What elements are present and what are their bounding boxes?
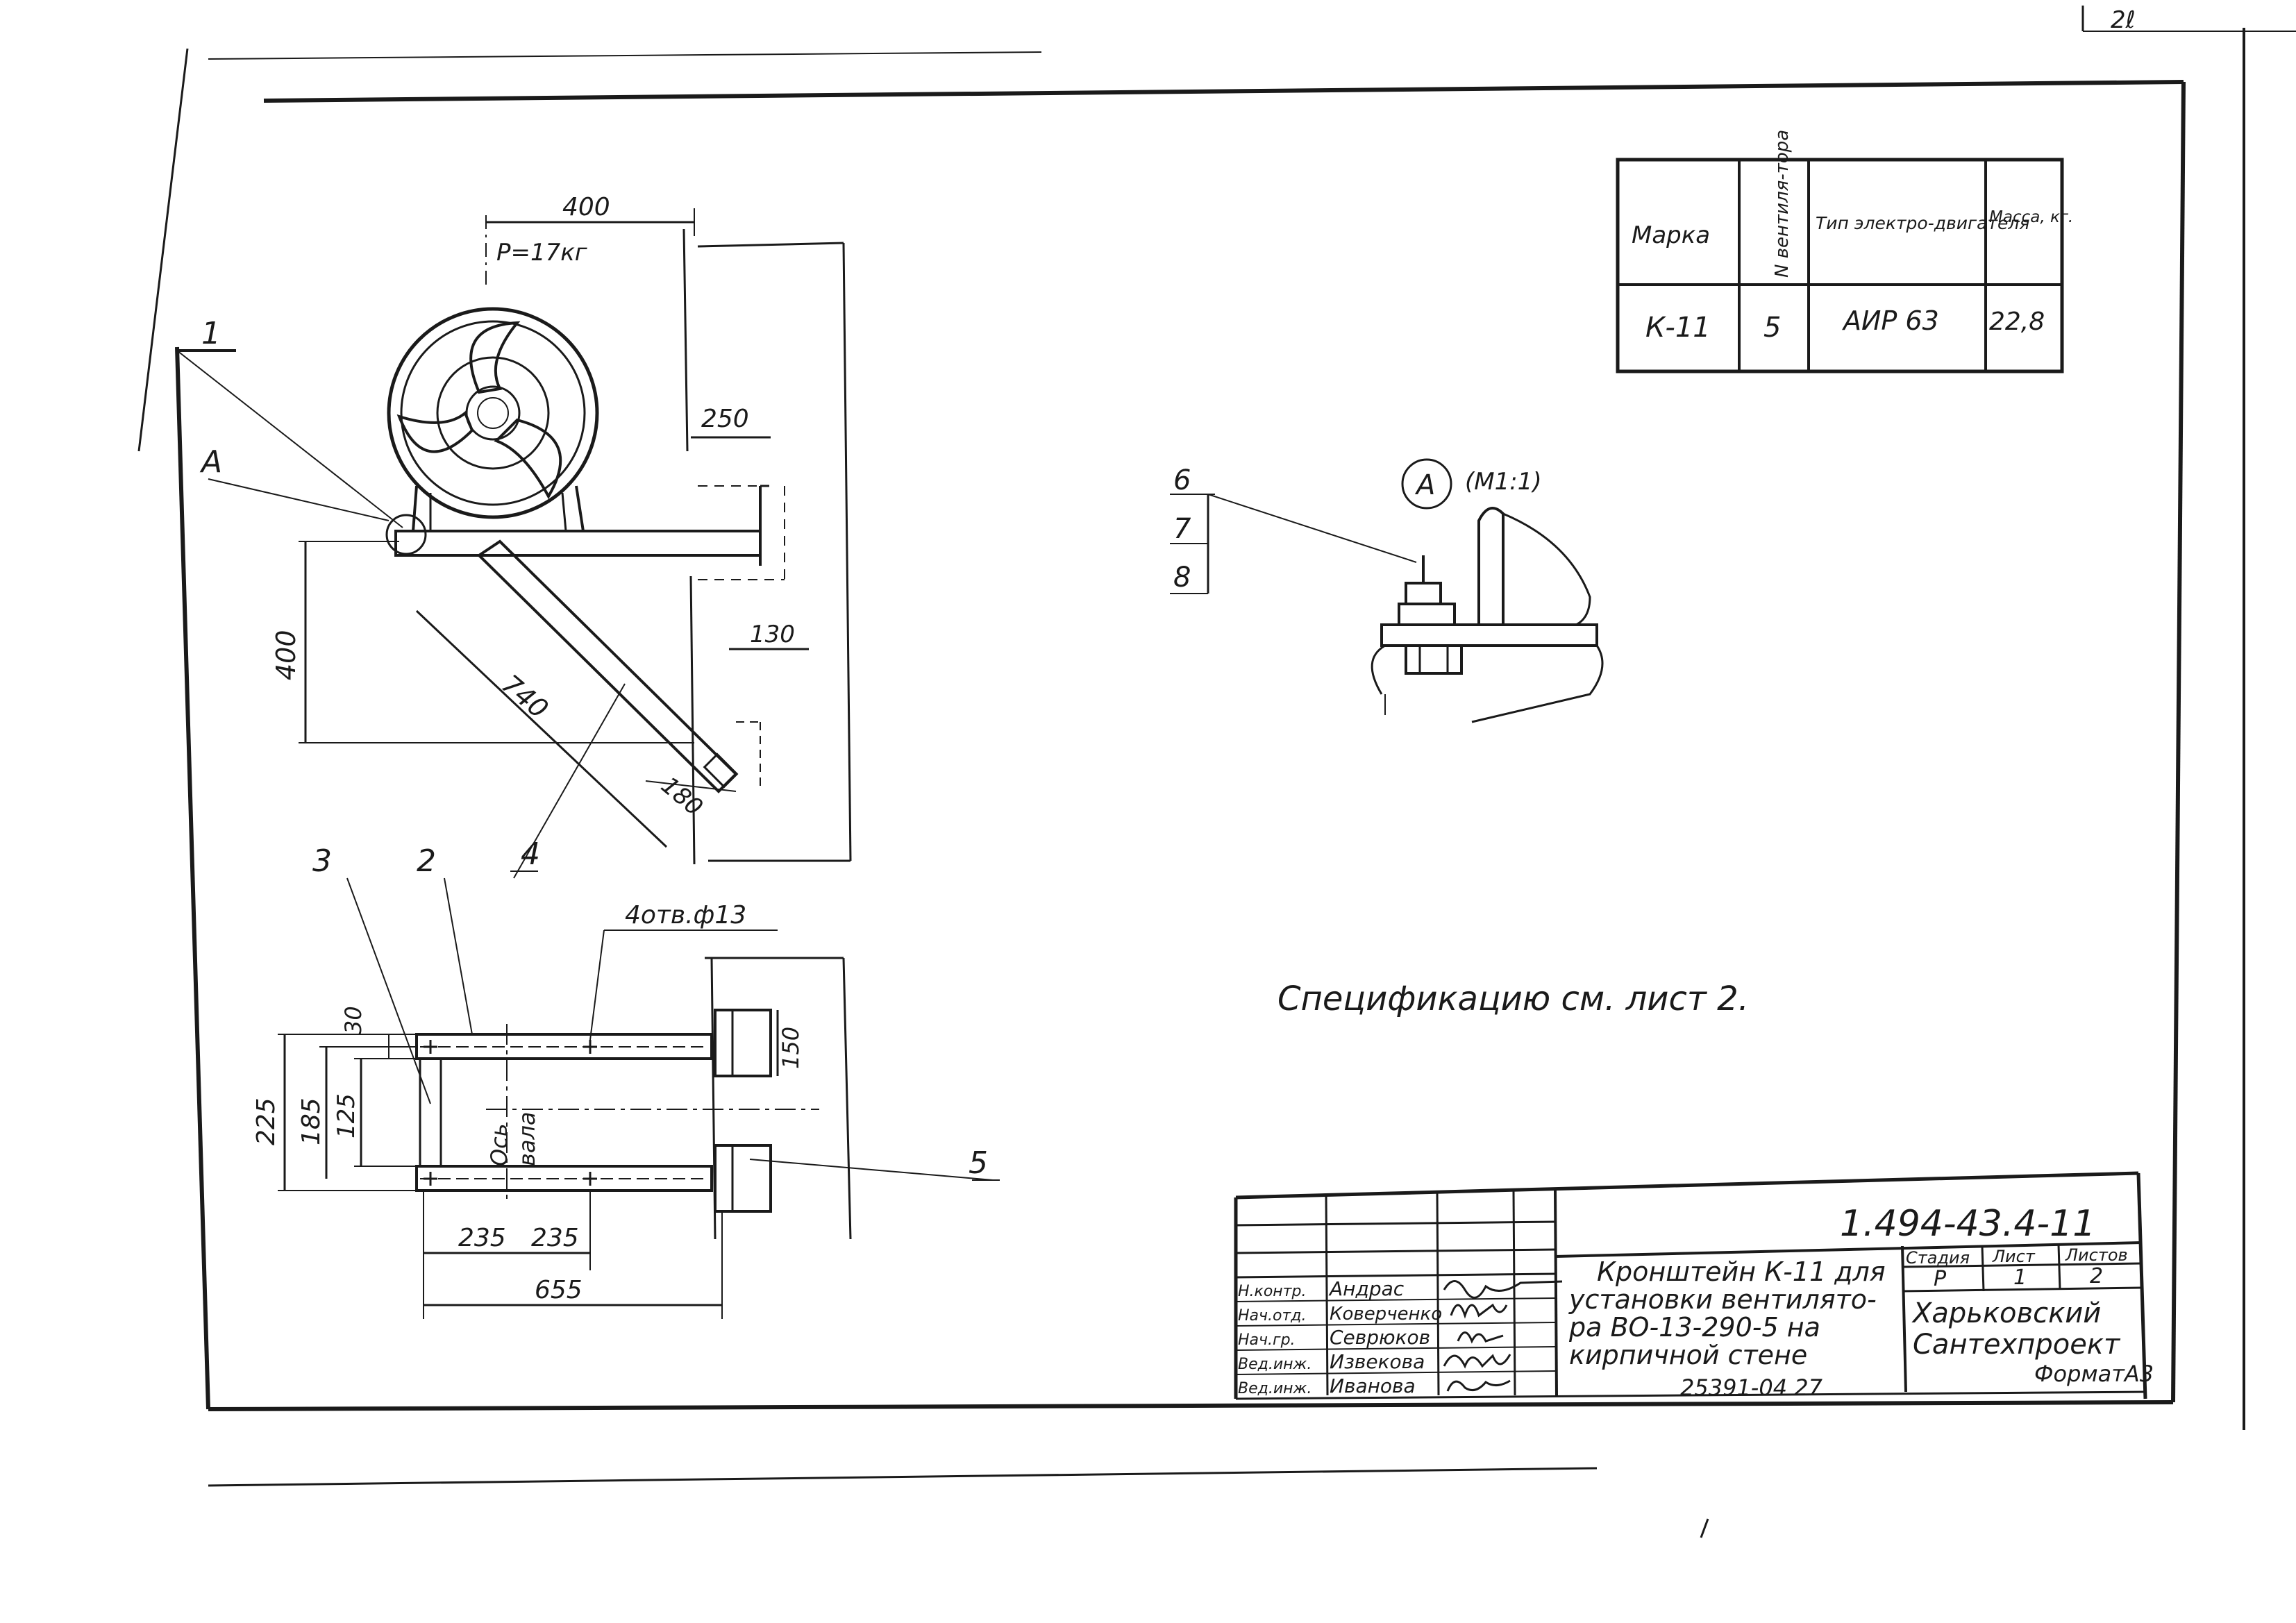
dim-185: 185 (297, 1098, 326, 1145)
spec-reference-note: Спецификацию см. лист 2. (1277, 979, 1749, 1018)
dim-30: 30 (340, 1006, 367, 1034)
archive-number: 25391-04 27 (1680, 1374, 1823, 1401)
spec-table (1616, 158, 2064, 373)
sheet-header: Лист (1992, 1247, 2036, 1266)
title-line-1: Кронштейн К-11 для (1597, 1256, 1886, 1287)
shaft-axis-label-2: вала (514, 1111, 540, 1166)
holes-label: 4отв.ф13 (625, 901, 746, 930)
title-line-4: кирпичной стене (1569, 1340, 1807, 1370)
callout-4: 4 (521, 836, 540, 872)
page-corner-number: 2ℓ (2111, 6, 2136, 34)
detail-A-scale: (М1:1) (1465, 468, 1542, 496)
signer-role-4: Вед.инж. (1238, 1356, 1312, 1373)
callout-1: 1 (201, 316, 221, 351)
spec-header-mass: Масса, кг. (1989, 208, 2073, 226)
title-line-3: ра ВО-13-290-5 на (1568, 1312, 1820, 1343)
title-block (1234, 1171, 2147, 1400)
signer-name-5: Иванова (1330, 1374, 1416, 1397)
dim-655: 655 (535, 1276, 583, 1304)
callout-detail-A: А (199, 444, 222, 480)
sheet-value: 1 (2013, 1265, 2027, 1290)
shaft-axis-label-1: Ось (486, 1123, 512, 1166)
dim-strut-740: 740 (496, 668, 554, 724)
dim-250: 250 (701, 405, 749, 433)
signer-name-2: Коверченко (1330, 1304, 1442, 1325)
detail-A-view (1170, 458, 1604, 723)
spec-header-mark: Марка (1632, 221, 1710, 249)
sheets-value: 2 (2090, 1264, 2103, 1288)
detail-callout-8: 8 (1173, 562, 1191, 594)
spec-value-mass: 22,8 (1989, 308, 2045, 336)
organization-line-2: Сантехпроект (1913, 1329, 2121, 1361)
dim-130: 130 (750, 621, 795, 648)
signatures (1443, 1280, 1563, 1392)
dim-fan-axis-to-wall: 400 (562, 193, 610, 221)
dim-vertical-400: 400 (271, 630, 301, 680)
spec-header-motor-type: Тип электро-двигателя (1816, 213, 2029, 233)
detail-callout-7: 7 (1173, 513, 1191, 545)
spec-header-fan-number: N вентиля-тора (1772, 130, 1793, 278)
stage-header: Стадия (1906, 1248, 1970, 1268)
detail-A-circle-label: А (1414, 469, 1435, 501)
signer-role-3: Нач.гр. (1238, 1331, 1296, 1349)
dim-225: 225 (252, 1098, 280, 1145)
dim-235-right: 235 (531, 1224, 579, 1252)
signer-role-1: Н.контр. (1238, 1283, 1306, 1300)
signer-role-5: Вед.инж. (1238, 1380, 1312, 1397)
fan-bracket-plan-view (278, 877, 1000, 1319)
signer-name-3: Севрюков (1330, 1326, 1430, 1349)
dim-180: 180 (655, 771, 707, 821)
sheets-header: Листов (2065, 1245, 2128, 1265)
dim-235-left: 235 (458, 1224, 506, 1252)
document-code: 1.494-43.4-11 (1840, 1203, 2095, 1245)
stage-value: Р (1934, 1267, 1947, 1291)
sheet-frame (137, 6, 2296, 1538)
spec-value-mark: К-11 (1645, 312, 1711, 344)
dim-125: 125 (333, 1093, 360, 1138)
title-line-2: установки вентилято- (1568, 1284, 1877, 1315)
spec-value-fan-number: 5 (1763, 312, 1781, 344)
spec-value-motor-type: АИР 63 (1841, 305, 1939, 336)
organization-line-1: Харьковский (1911, 1297, 2101, 1329)
callout-3: 3 (312, 843, 332, 879)
detail-callout-6: 6 (1173, 464, 1191, 496)
format-label: ФорматА3 (2034, 1361, 2154, 1387)
dim-150: 150 (778, 1027, 804, 1069)
callout-2: 2 (417, 843, 436, 879)
fan-bracket-main-view (176, 208, 852, 879)
signer-role-2: Нач.отд. (1238, 1307, 1307, 1325)
callout-5: 5 (969, 1145, 988, 1181)
load-label: P=17кг (496, 239, 588, 267)
signer-name-4: Извекова (1330, 1350, 1425, 1373)
signer-name-1: Андрас (1328, 1277, 1405, 1300)
